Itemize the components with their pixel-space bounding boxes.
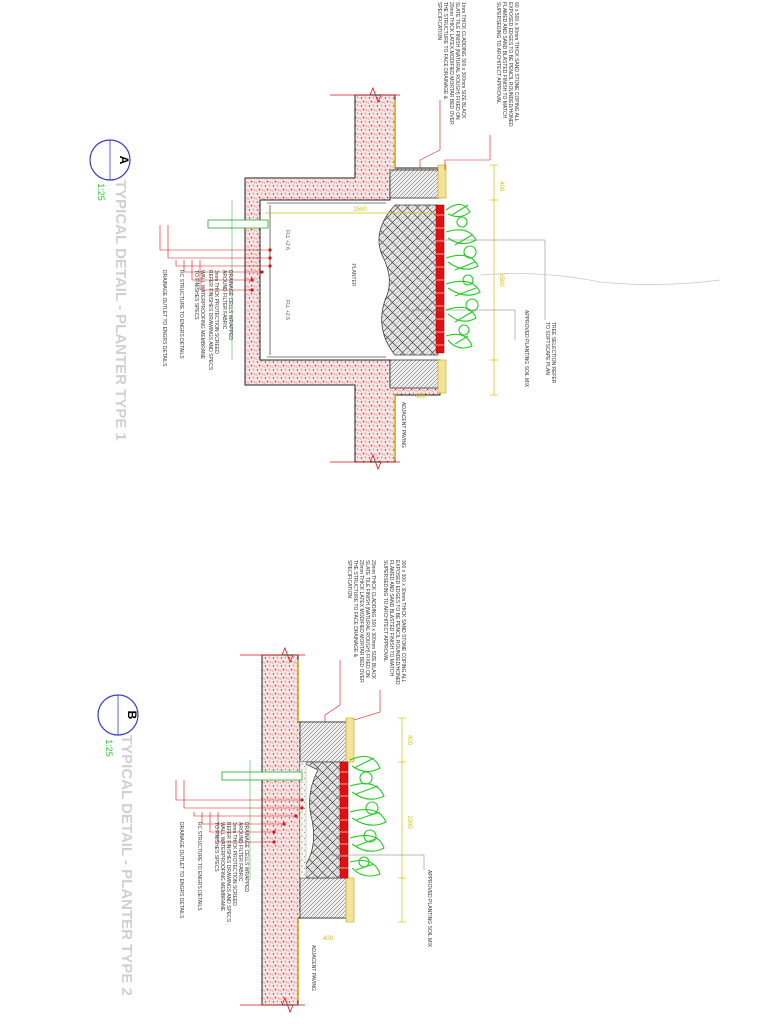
detail-b-planting-soil: [301, 761, 343, 879]
detail-a-cladding-note: 1mm THICK CLADDING 300 x 300mm SIZE BLAC…: [436, 2, 466, 125]
detail-a-note-7: RC STRUCTURE TO ENGRS DETAILS: [178, 270, 184, 359]
detail-a-drain-pipe: [207, 219, 269, 229]
detail-a-note-4: REFER FINISHES DRAWINGS AND SPECS: [207, 270, 213, 371]
detail-b-cladding-note: 20mm THICK CLADDING 300 x 300mm SIZE BLA…: [346, 560, 376, 683]
detail-a-right-notes: TREE SELECTION REFER TO SOFTSCAPE PLAN A…: [400, 310, 556, 448]
detail-a-planter-label: PLANTER: [350, 263, 356, 286]
detail-a-soil-note: APPROVED PLANTING SOIL MIX: [523, 310, 529, 388]
detail-b-plants: [349, 755, 387, 877]
detail-b-letter: B: [125, 711, 139, 720]
detail-b-layer-notes: DRAINAGE CELLS WRAPPED AROUND FILTER FAB…: [178, 822, 249, 923]
detail-a-scale: 1:25: [96, 183, 106, 201]
detail-a-note-5: WALL WATERPROOFING MEMBRANE: [199, 270, 205, 360]
detail-a-planting-soil: [378, 204, 439, 356]
detail-a-note-6: TO FINISHES SPECS: [193, 270, 199, 320]
detail-a-note-3: 3mm THICK PROTECTION SCREED: [213, 270, 219, 354]
detail-a-coping-top: [389, 169, 441, 199]
detail-b-note-6: TO FINISHES SPECS: [213, 822, 219, 872]
detail-a-layer-notes: DRAINAGE CELLS WRAPPED AROUND FILTER FAB…: [161, 270, 233, 371]
detail-a-note-8: DRAINAGE OUTLET TO ENGRS DETAILS: [161, 270, 167, 367]
detail-b-right-notes: APPROVED PLANTING SOIL MIX ADJACENT PAVI…: [310, 870, 432, 991]
detail-b-coping-note: 300 x 300 x 30mm THICK SAND STONE COPING…: [382, 560, 406, 685]
detail-a-coping-line-2: EXPOSED EDGES TO BE PENCIL ROUNDED/HONED: [507, 2, 513, 127]
detail-b-note-2: AROUND FILTER FABRIC: [237, 822, 243, 882]
detail-b-coping-top: [299, 721, 349, 763]
detail-a-tree-note-1: TREE SELECTION REFER: [550, 322, 556, 384]
detail-a-coping-line-1: 60 x 500 x 30mm THICK SAND STONE COPING …: [513, 2, 519, 122]
detail-b-cladding-line-3: 20mm THICK LATEX MODIFIED MORTAR BED OVE…: [358, 560, 364, 683]
detail-b-dimensions: [398, 717, 406, 923]
detail-b-dim-bottom: 400: [323, 936, 334, 942]
detail-a: A 1:25 TYPICAL DETAIL - PLANTER TYPE 1: [89, 2, 721, 471]
detail-a-dimensions: [265, 164, 498, 396]
detail-b-cladding-line-4: THE STRUCTURE TO FACE DRAINAGE &: [352, 560, 358, 658]
detail-a-cladding-line-5: SPECIFICATION: [436, 2, 442, 40]
detail-a-bubble: A 1:25: [89, 139, 131, 201]
detail-a-plants: [445, 203, 481, 349]
detail-b-title: TYPICAL DETAIL - PLANTER TYPE 2: [118, 735, 135, 996]
detail-b-drain-pipe: [221, 771, 303, 781]
detail-b-note-3: 3mm THICK PROTECTION SCREED: [231, 822, 237, 906]
detail-b-scale: 1:25: [104, 739, 114, 757]
detail-a-note-2: AROUND FILTER FABRIC: [221, 270, 227, 330]
detail-a-cladding-line-3: 20mm THICK LATEX MODIFIED MORTAR BED OVE…: [448, 2, 454, 125]
detail-a-paving-note: ADJACENT PAVING: [400, 402, 406, 448]
detail-a-cladding-line-1: 1mm THICK CLADDING 300 x 300mm SIZE BLAC…: [460, 2, 466, 119]
detail-a-cladding-line-4: THE STRUCTURE TO FACE DRAINAGE &: [442, 2, 448, 100]
detail-a-dim-width: 1500: [353, 207, 367, 213]
detail-b-cladding-line-1: 20mm THICK CLADDING 300 x 300mm SIZE BLA…: [370, 560, 376, 680]
detail-b-paving-note: ADJACENT PAVING: [310, 945, 316, 991]
detail-a-tree-line: [479, 273, 721, 285]
detail-b-dim-top: 400: [406, 735, 412, 746]
detail-a-note-1: DRAINAGE CELLS WRAPPED: [227, 270, 233, 340]
detail-a-coping-bottom: [389, 359, 441, 389]
detail-a-coping-line-4: SUPERSEDING TO ARCHITECT APPROVAL: [495, 2, 501, 104]
detail-a-leaders: [159, 225, 272, 292]
detail-b-note-1: DRAINAGE CELLS WRAPPED: [243, 822, 249, 892]
detail-b: B 1:25 TYPICAL DETAIL - PLANTER TYPE 2: [97, 560, 432, 1014]
detail-a-cladding-line-2: SLATE TILE FINISH (NATURAL ROUGH) FIXED …: [454, 2, 460, 120]
detail-b-bubble: B 1:25: [97, 694, 139, 757]
detail-b-cladding-line-5: SPECIFICATION: [346, 560, 352, 598]
detail-b-note-5: WALL WATERPROOFING MEMBRANE: [219, 822, 225, 912]
detail-a-drainage-band: [435, 204, 445, 354]
detail-b-dim-mid: 1000: [406, 815, 412, 829]
detail-a-letter: A: [117, 156, 131, 165]
detail-b-coping-line-1: 300 x 300 x 30mm THICK SAND STONE COPING…: [400, 560, 406, 683]
detail-b-note-4: REFER FINISHES DRAWINGS AND SPECS: [225, 822, 231, 923]
detail-a-dim-top: 400: [498, 181, 504, 192]
detail-a-level-2: FLL +2.6: [284, 300, 290, 320]
detail-a-level-1: FLL +2.6: [284, 230, 290, 250]
detail-a-dim-mid: 1500: [498, 273, 504, 287]
detail-a-coping-note: 60 x 500 x 30mm THICK SAND STONE COPING …: [495, 2, 519, 127]
detail-a-coping-line-3: FLAMED AND SAND BLASTED FINISH TO MATCH: [501, 2, 507, 119]
detail-b-cladding-line-2: SLATE TILE FINISH (NATURAL ROUGH) FIXED …: [364, 560, 370, 678]
detail-a-dim-bottom: 400: [415, 394, 426, 400]
detail-b-coping-line-2: EXPOSED EDGES TO BE PENCIL ROUNDED/HONED: [394, 560, 400, 685]
detail-b-coping-line-3: FLAMED AND SAND BLASTED FINISH TO MATCH: [388, 560, 394, 677]
detail-b-note-7: RC STRUCTURE TO ENGRS DETAILS: [196, 822, 202, 911]
detail-a-title: TYPICAL DETAIL - PLANTER TYPE 1: [112, 180, 129, 441]
detail-a-tree-note-2: TO SOFTSCAPE PLAN: [544, 322, 550, 375]
detail-b-soil-note: APPROVED PLANTING SOIL MIX: [426, 870, 432, 948]
detail-b-coping-line-4: SUPERSEDING TO ARCHITECT APPROVAL: [382, 560, 388, 662]
detail-b-coping-bottom: [299, 877, 349, 919]
detail-b-leaders: [175, 780, 304, 844]
detail-b-note-8: DRAINAGE OUTLET TO ENGRS DETAILS: [178, 822, 184, 919]
